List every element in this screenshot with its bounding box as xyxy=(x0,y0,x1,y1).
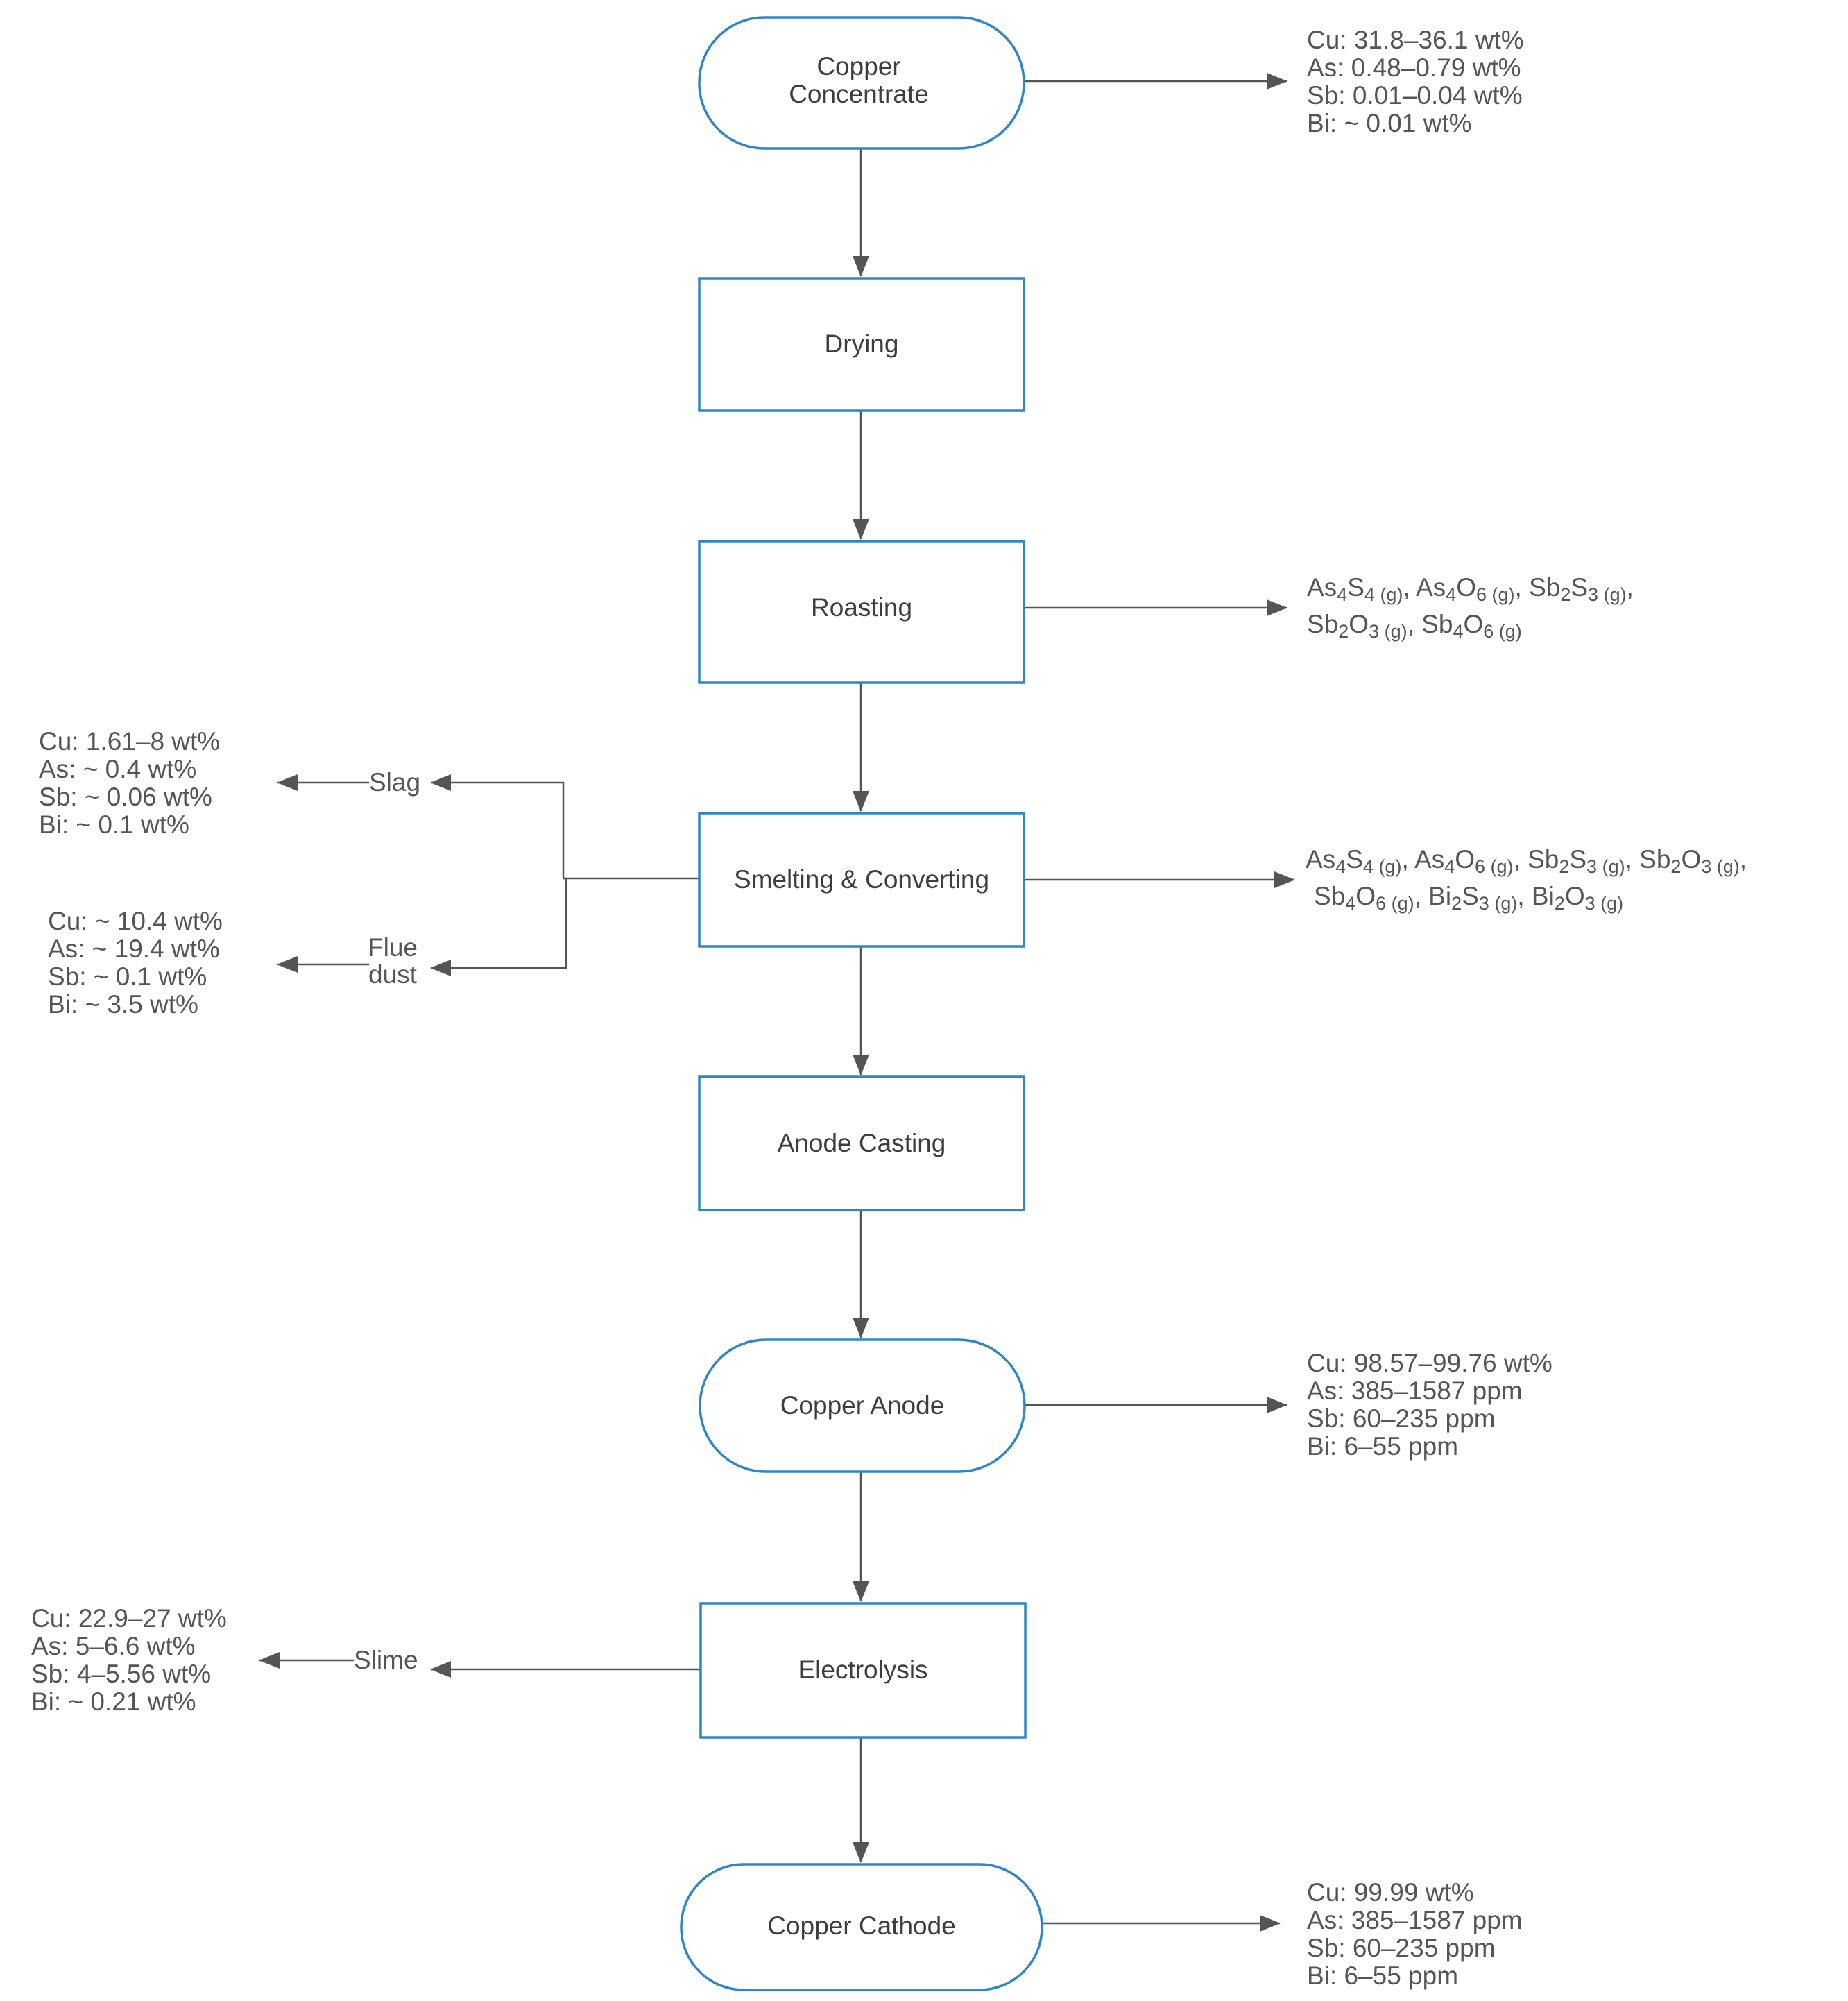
anode-casting-label: Anode Casting xyxy=(778,1129,946,1157)
concentrate-as: As: 0.48–0.79 wt% xyxy=(1307,53,1521,82)
smelting-species-5: Bi2S3 (g) xyxy=(1428,882,1518,914)
flue-dust-bi: Bi: ~ 3.5 wt% xyxy=(48,990,198,1019)
smelting-gas-line2: Sb4O6 (g), Bi2S3 (g), Bi2O3 (g) xyxy=(1314,882,1624,914)
concentrate-bi: Bi: ~ 0.01 wt% xyxy=(1307,109,1472,137)
slag-cu: Cu: 1.61–8 wt% xyxy=(39,727,221,756)
flue-dust-cu: Cu: ~ 10.4 wt% xyxy=(48,907,223,935)
roasting-gas-line1: As4S4 (g), As4O6 (g), Sb2S3 (g), xyxy=(1307,573,1634,605)
smelting-species-3: Sb2O3 (g) xyxy=(1639,845,1740,877)
copper-concentrate-label-line1: Copper xyxy=(816,52,900,80)
slime-cu: Cu: 22.9–27 wt% xyxy=(31,1604,227,1633)
roasting-species-3: Sb2O3 (g) xyxy=(1307,610,1408,642)
slime-bi: Bi: ~ 0.21 wt% xyxy=(31,1687,196,1716)
smelting-species-1: As4O6 (g) xyxy=(1414,845,1514,877)
flue-dust-label-line1: Flue xyxy=(368,933,418,962)
roasting-species-2: Sb2S3 (g) xyxy=(1529,573,1627,605)
concentrate-sb: Sb: 0.01–0.04 wt% xyxy=(1307,81,1523,110)
electrolysis-label: Electrolysis xyxy=(798,1655,927,1684)
slime-as: As: 5–6.6 wt% xyxy=(31,1632,196,1660)
roasting-species-1: As4O6 (g) xyxy=(1415,573,1515,605)
smelting-species-4: Sb4O6 (g) xyxy=(1314,882,1414,914)
flue-dust-label: Flue dust xyxy=(368,934,418,988)
slag-as: As: ~ 0.4 wt% xyxy=(39,755,197,783)
slag-label: Slag xyxy=(369,768,421,797)
flue-dust-as: As: ~ 19.4 wt% xyxy=(48,935,220,963)
node-roasting: Roasting xyxy=(698,540,1025,684)
slag-composition: Cu: 1.61–8 wt% As: ~ 0.4 wt% Sb: ~ 0.06 … xyxy=(39,728,220,839)
anode-as: As: 385–1587 ppm xyxy=(1307,1377,1523,1405)
copper-concentrate-label-line2: Concentrate xyxy=(789,80,929,108)
concentrate-cu: Cu: 31.8–36.1 wt% xyxy=(1307,26,1524,54)
anode-cu: Cu: 98.57–99.76 wt% xyxy=(1307,1349,1552,1377)
node-copper-anode: Copper Anode xyxy=(699,1338,1026,1473)
concentrate-composition: Cu: 31.8–36.1 wt% As: 0.48–0.79 wt% Sb: … xyxy=(1307,26,1524,137)
node-electrolysis: Electrolysis xyxy=(699,1602,1027,1739)
cathode-cu: Cu: 99.99 wt% xyxy=(1307,1878,1474,1907)
roasting-species-0: As4S4 (g) xyxy=(1307,573,1403,605)
copper-cathode-label: Copper Cathode xyxy=(767,1911,956,1940)
node-smelting-converting: Smelting & Converting xyxy=(698,812,1025,948)
slime-sb: Sb: 4–5.56 wt% xyxy=(31,1660,212,1688)
smelting-species-0: As4S4 (g) xyxy=(1306,845,1402,877)
anode-bi: Bi: 6–55 ppm xyxy=(1307,1432,1459,1461)
smelting-gas-line1: As4S4 (g), As4O6 (g), Sb2S3 (g), Sb2O3 (… xyxy=(1306,845,1747,877)
roasting-species-4: Sb4O6 (g) xyxy=(1421,610,1522,642)
anode-sb: Sb: 60–235 ppm xyxy=(1307,1404,1496,1433)
slag-sb: Sb: ~ 0.06 wt% xyxy=(39,783,212,811)
node-anode-casting: Anode Casting xyxy=(698,1075,1025,1211)
cathode-sb: Sb: 60–235 ppm xyxy=(1307,1934,1496,1962)
drying-label: Drying xyxy=(825,330,899,358)
roasting-label: Roasting xyxy=(811,593,912,622)
roasting-gas-species: As4S4 (g), As4O6 (g), Sb2S3 (g), Sb2O3 (… xyxy=(1307,569,1634,642)
smelting-species-6: Bi2O3 (g) xyxy=(1531,882,1624,914)
flue-dust-label-line2: dust xyxy=(368,960,417,989)
anode-composition: Cu: 98.57–99.76 wt% As: 385–1587 ppm Sb:… xyxy=(1307,1349,1552,1461)
roasting-gas-line2: Sb2O3 (g), Sb4O6 (g) xyxy=(1307,610,1522,642)
right-output-arrows xyxy=(1024,73,1295,1932)
left-output-branches xyxy=(259,774,701,1678)
copper-anode-label: Copper Anode xyxy=(780,1391,945,1420)
slime-composition: Cu: 22.9–27 wt% As: 5–6.6 wt% Sb: 4–5.56… xyxy=(31,1605,227,1716)
slag-connector xyxy=(430,774,565,878)
slag-bi: Bi: ~ 0.1 wt% xyxy=(39,810,189,839)
smelting-converting-label: Smelting & Converting xyxy=(734,865,989,894)
node-copper-cathode: Copper Cathode xyxy=(680,1863,1043,1991)
slime-label: Slime xyxy=(354,1646,418,1674)
flue-dust-connector xyxy=(430,877,567,976)
node-drying: Drying xyxy=(698,277,1025,412)
cathode-bi: Bi: 6–55 ppm xyxy=(1307,1961,1459,1990)
smelting-gas-species: As4S4 (g), As4O6 (g), Sb2S3 (g), Sb2O3 (… xyxy=(1306,841,1747,914)
flue-dust-composition: Cu: ~ 10.4 wt% As: ~ 19.4 wt% Sb: ~ 0.1 … xyxy=(48,908,223,1019)
flue-dust-sb: Sb: ~ 0.1 wt% xyxy=(48,962,207,991)
cathode-as: As: 385–1587 ppm xyxy=(1307,1906,1523,1934)
node-copper-concentrate: Copper Concentrate xyxy=(698,16,1025,150)
smelting-species-2: Sb2S3 (g) xyxy=(1528,845,1625,877)
cathode-composition: Cu: 99.99 wt% As: 385–1587 ppm Sb: 60–23… xyxy=(1307,1879,1523,1990)
